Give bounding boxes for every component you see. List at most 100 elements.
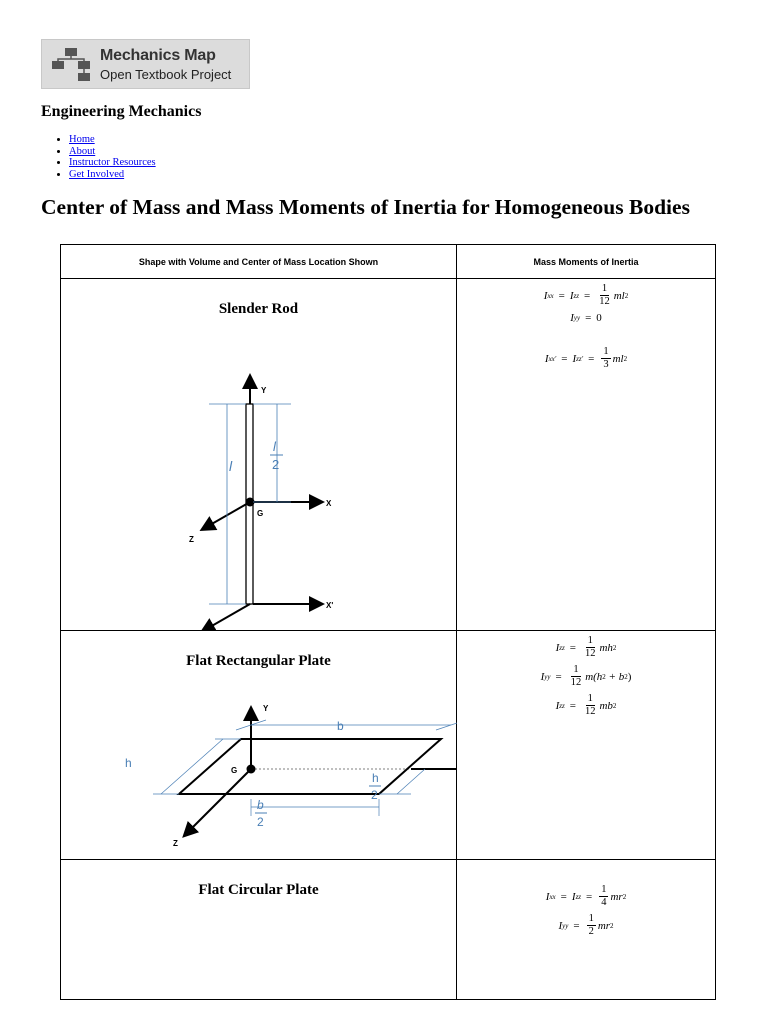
- formula-superscript: 2: [602, 672, 606, 681]
- inertia-table: Shape with Volume and Center of Mass Loc…: [60, 244, 716, 1000]
- formula-subscript: xx': [548, 354, 557, 363]
- table-header-row: Shape with Volume and Center of Mass Loc…: [60, 244, 716, 279]
- formula-superscript: 2: [612, 701, 617, 710]
- formula-subscript: yy: [573, 314, 581, 322]
- width-label: b: [337, 719, 344, 733]
- slender-rod-diagram: Y X Z G X' Z' l l 2: [189, 373, 333, 631]
- y-axis-label: Y: [263, 704, 269, 713]
- nav-link-instructor-resources[interactable]: Instructor Resources: [69, 157, 156, 168]
- formula-superscript: 2: [624, 291, 629, 300]
- half-length-numerator: l: [273, 439, 277, 454]
- formula-term: mr: [610, 890, 623, 903]
- formula-symbol: I: [570, 312, 574, 324]
- half-height-denominator: 2: [371, 788, 378, 802]
- site-title: Engineering Mechanics: [41, 103, 202, 120]
- table-row: Slender Rod Y X Z: [60, 278, 716, 631]
- formula-symbol: I: [544, 352, 549, 365]
- formula-term: 0: [596, 312, 602, 324]
- length-label: l: [229, 458, 233, 474]
- formula-term: mh: [599, 641, 613, 654]
- formula-subscript: zz: [573, 291, 579, 300]
- fraction-numerator: 1: [599, 884, 609, 897]
- formula-subscript: yy: [544, 672, 551, 681]
- half-height-numerator: h: [372, 771, 379, 785]
- shape-cell-slender-rod: Slender Rod Y X Z: [60, 278, 457, 631]
- formula-symbol: I: [540, 670, 545, 683]
- formula-subscript: zz': [576, 354, 584, 363]
- formula-symbol: I: [569, 289, 574, 302]
- fraction-denominator: 3: [603, 359, 609, 370]
- fraction-denominator: 12: [584, 706, 596, 717]
- center-of-mass-label: G: [231, 766, 237, 775]
- formula-term: ml: [612, 352, 624, 365]
- shape-title: Flat Circular Plate: [198, 882, 319, 898]
- nav-link-home[interactable]: Home: [69, 134, 95, 145]
- shape-cell-circular-plate: Flat Circular Plate: [60, 859, 457, 1000]
- fraction-denominator: 12: [584, 648, 596, 659]
- z-axis-label: Z: [189, 535, 194, 544]
- formula-term: ): [627, 670, 632, 683]
- fraction-numerator: 1: [586, 913, 596, 926]
- formula-subscript: yy: [562, 921, 569, 930]
- nav-item: Home: [69, 134, 156, 146]
- sitemap-icon: [52, 48, 90, 81]
- formula-subscript: xx: [549, 892, 556, 901]
- formula-term: mb: [599, 699, 613, 712]
- shape-title: Flat Rectangular Plate: [186, 653, 331, 669]
- formula-symbol: I: [543, 289, 548, 302]
- fraction-numerator: 1: [571, 664, 581, 677]
- formula-symbol: I: [571, 890, 576, 903]
- fraction-denominator: 2: [588, 926, 594, 937]
- fraction-denominator: 12: [570, 677, 582, 688]
- x-prime-axis-label: X': [326, 601, 333, 610]
- logo-subtitle: Open Textbook Project: [100, 66, 232, 82]
- formula-symbol: I: [558, 919, 563, 932]
- formula-symbol: I: [555, 699, 560, 712]
- formula-superscript: 2: [623, 354, 628, 363]
- height-label: h: [125, 756, 132, 770]
- x-axis-label: X: [326, 499, 332, 508]
- nav-link-get-involved[interactable]: Get Involved: [69, 168, 125, 180]
- fraction-numerator: 1: [599, 283, 610, 296]
- column-header-shape: Shape with Volume and Center of Mass Loc…: [60, 244, 457, 279]
- formula-term: + b: [605, 670, 625, 683]
- column-header-moments: Mass Moments of Inertia: [456, 244, 716, 279]
- formula-symbol: I: [545, 890, 550, 903]
- nav-link-about[interactable]: About: [69, 145, 96, 157]
- formula-term: mr: [597, 919, 611, 932]
- formula-superscript: 2: [624, 672, 628, 681]
- half-width-numerator: b: [257, 798, 264, 812]
- fraction-numerator: 1: [585, 693, 595, 706]
- table-row: Flat Rectangular Plate: [60, 630, 716, 860]
- formula-superscript: 2: [622, 892, 627, 901]
- formula-symbol: I: [572, 352, 577, 365]
- fraction-denominator: 12: [599, 296, 610, 307]
- nav-item: Instructor Resources: [69, 157, 156, 169]
- formula-superscript: 2: [612, 643, 617, 652]
- shape-cell-rectangular-plate: Flat Rectangular Plate: [60, 630, 457, 860]
- formula-term: m(h: [585, 670, 603, 683]
- formula-term: ml: [613, 289, 625, 302]
- shape-title: Slender Rod: [218, 301, 299, 317]
- site-logo[interactable]: Mechanics Map Open Textbook Project: [41, 39, 250, 89]
- logo-title: Mechanics Map: [100, 46, 216, 64]
- center-of-mass-label: G: [257, 509, 263, 518]
- rectangular-plate-diagram: Y X Z G b h h 2 b 2: [125, 704, 457, 848]
- main-nav: Home About Instructor Resources Get Invo…: [45, 134, 156, 180]
- half-width-denominator: 2: [257, 815, 264, 829]
